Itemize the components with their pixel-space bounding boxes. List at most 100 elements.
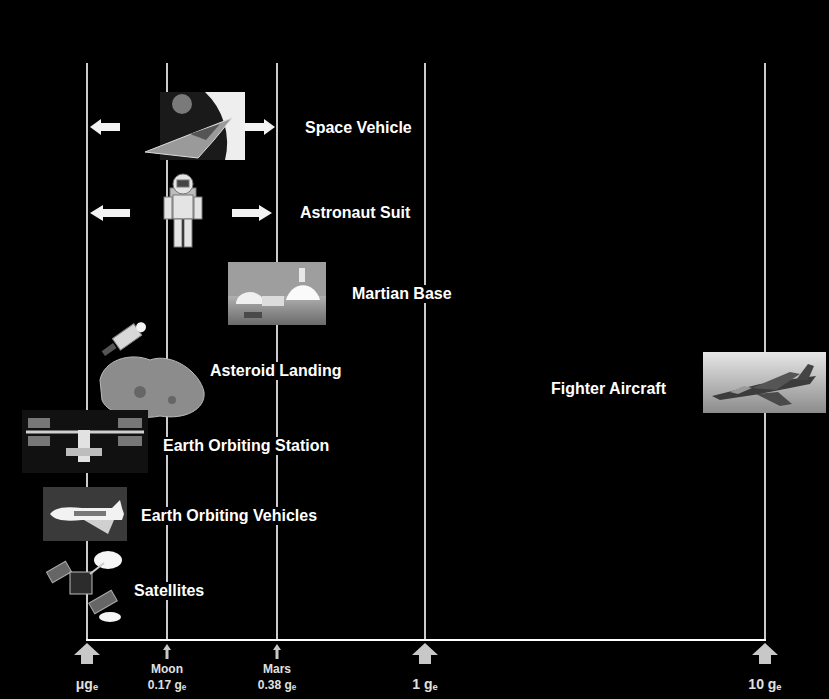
item-label-holder: Astronaut Suit [297,204,413,222]
axis-label-holder: 1 gₑ [409,675,441,693]
satellite-body [70,572,92,594]
satellite-picture [46,551,122,622]
item-label: Fighter Aircraft [548,380,669,398]
gravity-line [86,63,88,640]
item-label: Earth Orbiting Vehicles [138,507,320,525]
station-module [78,430,90,462]
shuttle-wing [84,520,114,534]
solar-array [118,418,142,428]
axis-label-holder: μgₑ [73,675,101,693]
asteroid [100,357,204,418]
item-label-holder: Earth Orbiting Vehicles [138,507,320,525]
base-dome [236,292,264,304]
small-arrow [273,644,281,659]
sky-backdrop [703,352,826,413]
station-module [66,448,102,456]
solar-array [118,436,142,446]
axis-label: 1 gₑ [409,676,441,692]
astronaut-helmet [173,174,193,194]
jet-canopy [730,386,752,394]
range-arrow [90,205,130,221]
jet-wing [752,372,800,390]
lander-panel [102,343,117,356]
shuttle-body [50,500,124,521]
axis-label: μgₑ [73,676,101,692]
astronaut-picture [164,174,202,247]
jet-wing [756,392,792,406]
jet-tail [796,364,814,380]
delta-craft [145,118,232,158]
item-label-holder: Earth Orbiting Station [160,437,332,455]
space-station-picture [22,410,148,473]
moon-disc [172,94,192,114]
axis-label-holder: 10 gₑ [745,675,784,693]
craft-canopy [190,124,220,140]
axis-line [86,639,766,641]
shuttle-bay [74,511,106,516]
axis-value-holder: 0.17 gₑ [145,675,190,693]
item-label-holder: Fighter Aircraft [548,380,669,398]
solar-array [28,418,50,428]
item-label-holder: Satellites [131,582,207,600]
range-arrow [232,205,272,221]
asteroid-landing-picture [99,319,204,418]
fighter-aircraft-picture [703,352,826,413]
base-rover [244,312,262,318]
small-arrow [163,644,171,659]
item-label-holder: Martian Base [349,285,455,303]
space-vehicle-picture [145,92,245,160]
satellite-panel [89,590,118,613]
item-label-holder: Asteroid Landing [207,362,345,380]
item-label: Space Vehicle [302,119,415,137]
crater [168,396,176,404]
item-label: Martian Base [349,285,455,303]
astronaut-arm [194,197,202,219]
big-arrow [74,643,100,664]
astronaut-arm [164,197,172,219]
station-backdrop [22,410,148,473]
lander-dish [134,320,148,334]
antenna-dish [99,612,121,622]
item-label: Earth Orbiting Station [160,437,332,455]
big-arrow [752,643,778,664]
axis-label: Mars [260,663,294,677]
axis-label: 10 gₑ [745,676,784,692]
shuttle-backdrop [43,487,127,541]
item-label: Asteroid Landing [207,362,345,380]
crater [134,386,146,398]
gravity-line [764,63,766,640]
astronaut-leg [174,219,182,247]
lander [99,319,149,360]
gravity-line [276,63,278,640]
axis-arrows [74,643,778,664]
astronaut-torso [173,195,193,219]
martian-base-picture [228,262,326,325]
mars-sky [228,262,326,325]
base-dome [286,285,320,300]
item-label-holder: Space Vehicle [302,119,415,137]
satellite-panel [46,561,71,582]
range-arrow [90,119,120,135]
antenna-boom [90,563,104,574]
base-tower [299,268,305,282]
item-label: Satellites [131,582,207,600]
helmet-visor [177,180,189,187]
base-module [262,296,284,306]
gravity-line [424,63,426,640]
shuttle-picture [43,487,127,541]
solar-array [28,436,50,446]
gravity-lines [86,63,766,640]
axis-value: 0.17 gₑ [145,679,190,693]
axis-value-holder: 0.38 gₑ [255,675,300,693]
item-label: Astronaut Suit [297,204,413,222]
range-arrow [245,119,275,135]
axis-label-holder: Mars [260,659,294,677]
axis-value: 0.38 gₑ [255,679,300,693]
astronaut-leg [184,219,192,247]
axis-label: Moon [148,663,186,677]
big-arrow [412,643,438,664]
axis-label-holder: Moon [148,659,186,677]
